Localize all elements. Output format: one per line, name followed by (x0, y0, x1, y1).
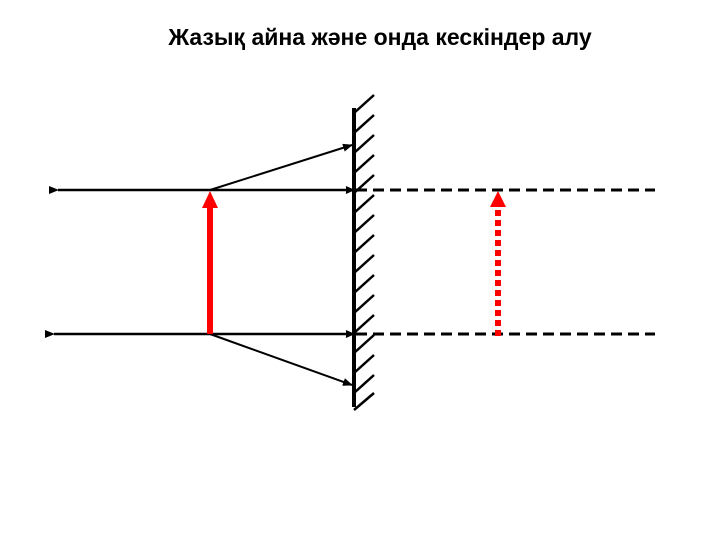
mirror (352, 94, 375, 411)
ray-arrowhead-icon (346, 330, 355, 338)
object-arrow (202, 191, 218, 334)
mirror-hatching (353, 94, 375, 411)
page-title: Жазық айна және онда кескіндер алу (168, 24, 592, 50)
incident-ray-bottom (209, 333, 353, 386)
ray-arrowhead-icon (346, 186, 355, 194)
incident-ray-top (209, 143, 353, 191)
image-arrow (490, 191, 506, 336)
